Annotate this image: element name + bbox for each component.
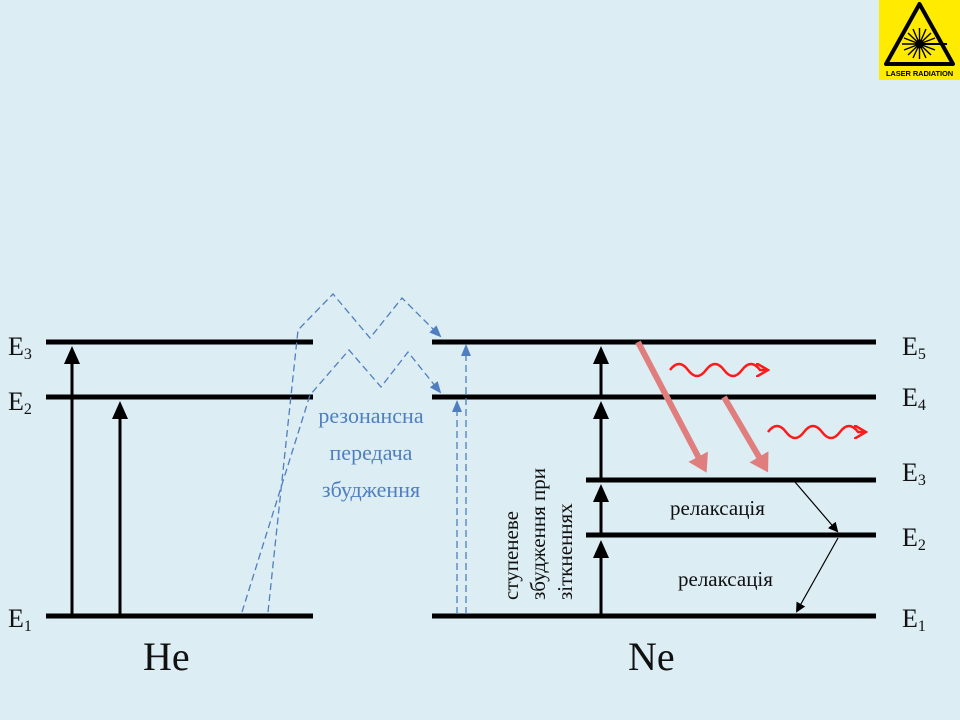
photon-wave-2 (767, 424, 864, 440)
relaxation-arrow-e3-e2 (794, 481, 839, 533)
ne-label-e3: E3 (902, 458, 926, 489)
laser-radiation-label: LASER RADIATION (885, 69, 954, 78)
stepwise-excitation-caption: ступеневе збудження при зіткненнях (499, 468, 577, 600)
ne-label-e4: E4 (902, 383, 926, 414)
resonant-transfer-line-3: збудження (322, 477, 420, 502)
he-label-e2: E2 (8, 387, 32, 418)
stepwise-line-2: збудження при (526, 468, 550, 600)
ne-label-e2: E2 (902, 523, 926, 554)
stepwise-line-1: ступеневе (499, 511, 523, 600)
ne-label-e5: E5 (902, 332, 926, 363)
atom-label-ne: Ne (628, 634, 675, 679)
atom-label-he: He (143, 634, 190, 679)
he-label-e3: E3 (8, 332, 32, 363)
relaxation-label-lower: релаксація (678, 567, 773, 591)
relaxation-arrow-e2-e1 (796, 537, 839, 613)
laser-transition-e4-e3 (721, 395, 769, 473)
transfer-path-upper (267, 293, 442, 613)
resonant-transfer-line-1: резонансна (318, 403, 423, 428)
laser-warning-icon (884, 2, 955, 66)
ne-label-e1: E1 (902, 604, 926, 635)
resonant-transfer-line-2: передача (330, 440, 413, 465)
stepwise-line-3: зіткненнях (553, 503, 577, 600)
photon-wave-1 (669, 362, 766, 378)
laser-radiation-badge: LASER RADIATION (879, 0, 960, 80)
laser-transition-e5-e3 (635, 340, 708, 473)
relaxation-label-upper: релаксація (670, 496, 765, 520)
he-label-e1: E1 (8, 604, 32, 635)
transfer-path-lower (241, 349, 442, 613)
